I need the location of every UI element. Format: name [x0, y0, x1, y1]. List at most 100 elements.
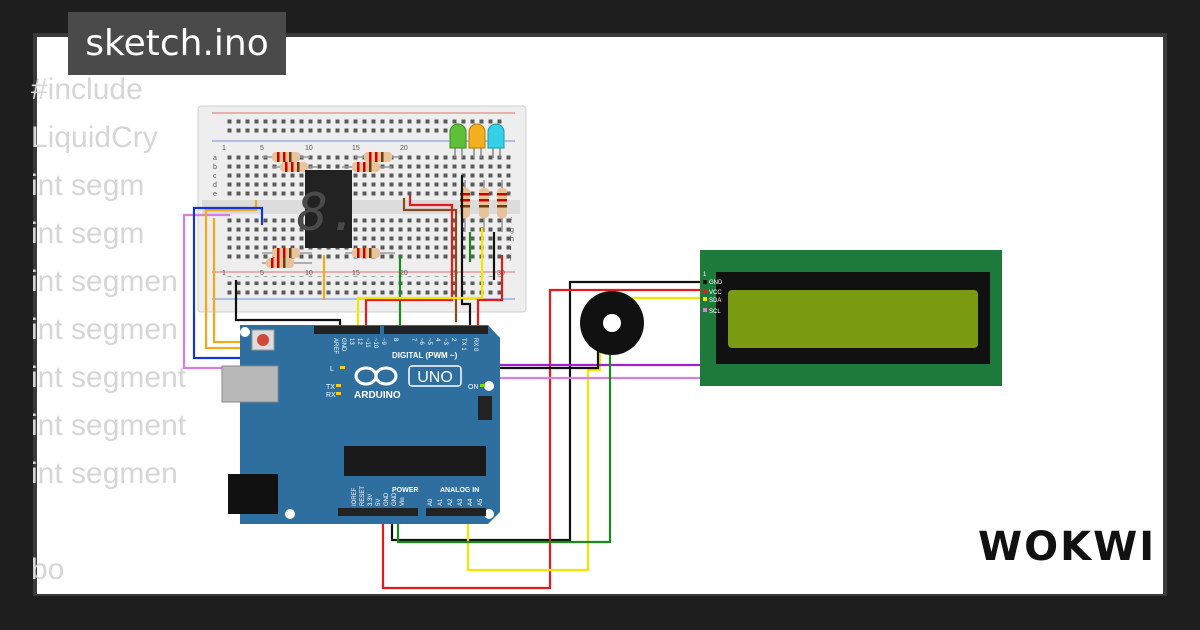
digital-label: DIGITAL (PWM ~) [392, 351, 458, 360]
wire-red [381, 288, 706, 590]
code-line: bo [31, 553, 65, 586]
power-pin-label: 3.3V [368, 494, 374, 506]
power-pin-label: RESET [360, 486, 366, 506]
wire-black [500, 350, 600, 370]
wire-pink [488, 376, 706, 510]
power-label: POWER [392, 487, 418, 494]
power-jack [228, 474, 278, 514]
piezo-buzzer [580, 291, 644, 355]
resistor [272, 162, 318, 172]
power-pin-label: GND [384, 492, 390, 506]
bb-row-letter: d [213, 182, 217, 189]
bb-col-number: 15 [352, 145, 360, 152]
resistor [262, 152, 310, 162]
seven-segment-display: 8. [297, 170, 360, 248]
analog-label: ANALOG IN [440, 487, 479, 494]
bb-row-letter: c [213, 173, 217, 180]
code-line: #include [31, 73, 143, 106]
resistor [479, 180, 489, 232]
analog-pin-label: A3 [458, 498, 464, 506]
board-maker: ARDUINO [354, 390, 401, 401]
resistor [262, 248, 312, 258]
lcd-pin-label: VCC [709, 290, 722, 296]
wire-yellow [356, 228, 484, 330]
power-pin-label: 5V [376, 499, 382, 506]
top-pin-label: 8 [392, 338, 398, 342]
wire-red [476, 255, 504, 330]
seven-segment-digit: 8. [297, 183, 360, 243]
lcd-screen [728, 290, 978, 348]
lcd-display: 1 GND VCC SDA SCL [700, 250, 1002, 386]
lcd-pin-label: GND [709, 280, 723, 286]
on-label: ON [468, 384, 479, 391]
analog-pin-label: A1 [438, 498, 444, 506]
bb-col-number: 5 [260, 270, 264, 277]
led-amber [468, 123, 486, 158]
wire-black [390, 280, 706, 542]
bb-col-number: 5 [260, 145, 264, 152]
top-pin-label: 4 [434, 338, 440, 342]
bb-row-letter: e [213, 191, 217, 198]
analog-pin-label: A0 [428, 498, 434, 506]
bb-row-letter: a [213, 155, 217, 162]
code-line: int segm [31, 169, 145, 202]
top-pin-label: ~10 [372, 338, 378, 349]
wire-green [396, 350, 612, 544]
resistor [355, 152, 400, 162]
l-label: L [330, 366, 334, 373]
bb-col-number: 15 [352, 270, 360, 277]
analog-pin-label: A5 [478, 498, 484, 506]
wire-brown [402, 198, 458, 322]
bb-col-number: 20 [400, 145, 408, 152]
bb-col-number: 25 [450, 270, 458, 277]
bb-col-number: 10 [305, 145, 313, 152]
reset-button[interactable] [257, 334, 269, 346]
bb-col-number: 1 [222, 145, 226, 152]
code-line: int segment [31, 409, 187, 442]
lcd-pin-label: SDA [709, 298, 721, 304]
top-pin-label: GND [340, 338, 346, 352]
power-pin-label: GND [392, 492, 398, 506]
top-pin-label: ~11 [364, 338, 370, 348]
top-pin-label: RX 0 [472, 338, 478, 352]
code-line: int segmen [31, 265, 178, 298]
top-pin-label: 12 [356, 338, 362, 345]
top-pin-label: ~6 [418, 338, 424, 346]
board-name: UNO [417, 369, 453, 386]
resistor [497, 180, 507, 232]
bb-row-letter: j [509, 254, 512, 261]
bb-col-number: 1 [222, 270, 226, 277]
wire-black [460, 175, 472, 330]
top-pin-label: ~5 [426, 338, 432, 346]
analog-pin-label: A2 [448, 498, 454, 506]
rx-label: RX [326, 392, 336, 399]
top-pin-label: 2 [450, 338, 456, 342]
bb-row-letter: h [510, 236, 514, 243]
arduino-logo-icon [354, 366, 398, 386]
code-line: int segmen [31, 313, 178, 346]
atmega-chip [344, 446, 486, 476]
lcd-pin-label: SCL [709, 309, 721, 315]
resistor [262, 258, 312, 268]
code-line: int segm [31, 217, 145, 250]
bb-col-number: 10 [305, 270, 313, 277]
led-green [449, 123, 467, 158]
led-cyan [487, 123, 505, 158]
resistor [342, 162, 392, 172]
bb-row-letter: b [213, 164, 217, 171]
power-pin-label: Vin [400, 497, 406, 506]
top-pin-label: 7 [410, 338, 416, 342]
bb-row-letter: i [510, 245, 512, 252]
tx-label: TX [326, 384, 335, 391]
bb-row-letter: f [510, 218, 512, 225]
top-pin-label: ~9 [380, 338, 386, 346]
code-line: int segmen [31, 457, 178, 490]
bb-col-number: 20 [400, 270, 408, 277]
top-pin-label: TX 1 [460, 338, 466, 351]
wokwi-logo: WOKWI [978, 524, 1157, 570]
code-line: int segment [31, 361, 187, 394]
wire-red [364, 195, 454, 330]
arduino-uno: UNO ARDUINO DIGITAL (PWM ~) TX RX ON L P… [221, 325, 500, 524]
bb-row-letter: g [510, 227, 514, 234]
